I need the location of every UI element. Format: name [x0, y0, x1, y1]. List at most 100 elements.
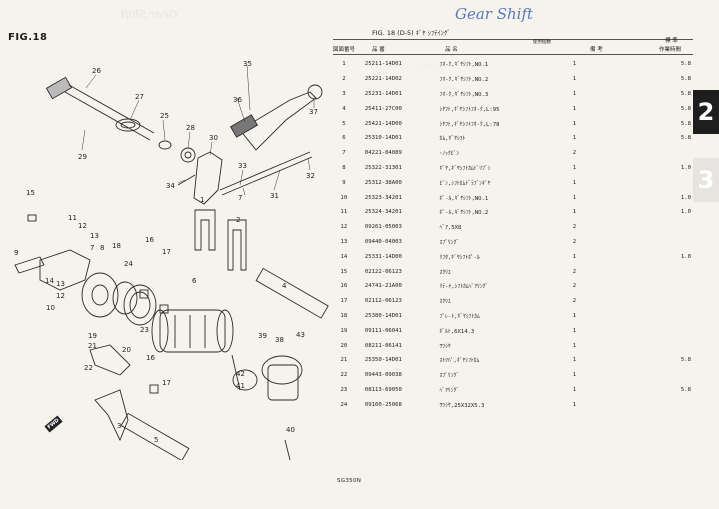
note-cell: [592, 309, 659, 324]
callout-7: 7: [238, 194, 242, 202]
part-number-cell: 25350-14D01: [364, 357, 402, 364]
note-cell: [592, 235, 659, 250]
labor-time-cell: [659, 368, 693, 383]
callout-6: 6: [192, 277, 197, 285]
labor-time-cell: [659, 264, 693, 279]
part-number-cell: 25411-27C00: [364, 105, 402, 112]
bleed-through-text: · · · · · · · · · · · · · · · · · ·: [380, 62, 458, 70]
model-code: SG350N: [337, 478, 362, 484]
callout-2: 2: [236, 216, 240, 224]
labor-time-cell: [659, 323, 693, 338]
labor-time-cell: 1.0: [680, 209, 691, 216]
callout-39: 39: [258, 332, 267, 340]
note-cell: [592, 249, 659, 264]
ref-cell: 1: [342, 61, 346, 68]
part-number-cell: 09160-25068: [364, 401, 402, 408]
note-cell: [592, 279, 659, 294]
quantity-cell: 2: [572, 238, 577, 245]
quantity-cell: 2: [572, 268, 577, 275]
col-header-note: 備 考: [590, 47, 603, 53]
part-number-cell: 25331-14D00: [364, 253, 402, 260]
quantity-cell: 1: [572, 357, 577, 364]
note-cell: [592, 87, 659, 102]
part-number-cell: 02122-06123: [364, 268, 402, 275]
labor-time-cell: [659, 309, 693, 324]
col-header-sub-bottom: 作業時間: [659, 47, 682, 53]
quantity-cell: 1: [572, 342, 577, 349]
handwritten-title: Gear Shift: [455, 5, 534, 23]
note-cell: [592, 397, 659, 412]
callout-17: 17: [162, 248, 171, 256]
header-rule-top: [333, 39, 693, 40]
note-cell: [592, 353, 659, 368]
callout-16: 16: [145, 236, 154, 244]
callout-9: 9: [14, 249, 18, 257]
description-cell: ﾍﾞｱﾘﾝｸﾞ: [439, 387, 460, 394]
callout-5: 5: [154, 436, 158, 444]
labor-time-cell: 1.0: [680, 194, 691, 201]
section-tab-3[interactable]: 3: [693, 158, 719, 202]
figure-label: FIG.18: [8, 32, 48, 43]
part-number-cell: 09440-04003: [364, 238, 402, 245]
callout-34: 34: [166, 182, 175, 190]
description-cell: ﾘﾌﾀ,ｷﾞﾔｼﾌﾄﾎﾟ-ﾙ: [439, 254, 480, 261]
labor-time-cell: 1.0: [680, 164, 691, 171]
section-tab-2[interactable]: 2: [693, 90, 719, 134]
callout-4: 4: [282, 282, 287, 290]
callout-13: 13: [90, 232, 99, 240]
description-cell: ｽﾄﾂﾊﾟ,ｷﾞﾔｼﾌﾄｶﾑ: [439, 358, 480, 365]
callout-14: 14: [45, 277, 54, 285]
description-cell: ｽｸﾘﾕ: [439, 269, 451, 276]
quantity-cell: 1: [572, 209, 577, 216]
callout-30: 30: [209, 134, 218, 142]
ref-cell: 11: [340, 209, 348, 216]
ref-cell: 4: [342, 105, 346, 112]
part-number-cell: 25380-14D01: [364, 312, 402, 319]
part-number-cell: 09443-09038: [364, 372, 402, 379]
ref-cell: 18: [340, 312, 348, 319]
part-number-cell: 25322-31301: [364, 164, 402, 171]
ref-cell: 2: [342, 76, 346, 83]
callout-20: 20: [122, 346, 131, 354]
ref-cell: 3: [342, 90, 346, 97]
quantity-cell: 1: [572, 253, 577, 260]
quantity-cell: 1: [572, 401, 577, 408]
quantity-cell: 2: [572, 298, 577, 305]
callout-13b: 13: [56, 280, 65, 288]
ref-cell: 8: [342, 164, 346, 171]
note-cell: [592, 57, 659, 72]
callout-3: 3: [117, 422, 121, 430]
callout-17b: 17: [162, 379, 171, 387]
quantity-cell: 1: [572, 372, 577, 379]
ref-cell: 19: [340, 327, 348, 334]
callout-22: 22: [84, 364, 93, 372]
callout-12b: 12: [56, 292, 65, 300]
quantity-cell: 1: [572, 327, 577, 334]
quantity-cell: 2: [572, 150, 577, 157]
description-cell: ﾎﾟ-ﾙ,ｷﾞﾔｼﾌﾄ,NO.1: [439, 195, 489, 202]
callout-10: 10: [46, 304, 55, 312]
labor-time-cell: 5.8: [680, 90, 691, 97]
part-number-cell: 09261-05003: [364, 224, 402, 231]
part-number-cell: 25421-14D00: [364, 120, 402, 127]
labor-time-cell: [659, 220, 693, 235]
description-cell: ﾌｵ-ｸ,ｷﾞﾔｼﾌﾄ,NO.1: [439, 62, 489, 69]
description-cell: ･ﾉｯｸﾋﾟﾝ: [439, 151, 460, 158]
quantity-cell: 1: [572, 76, 577, 83]
note-cell: [592, 161, 659, 176]
note-cell: [592, 383, 659, 398]
ref-cell: 14: [340, 253, 348, 260]
ref-cell: 7: [342, 150, 346, 157]
description-cell: ﾎﾞﾙﾄ,6X14.3: [439, 328, 475, 335]
description-cell: ﾌｵ-ｸ,ｷﾞﾔｼﾌﾄ,NO.2: [439, 77, 489, 84]
